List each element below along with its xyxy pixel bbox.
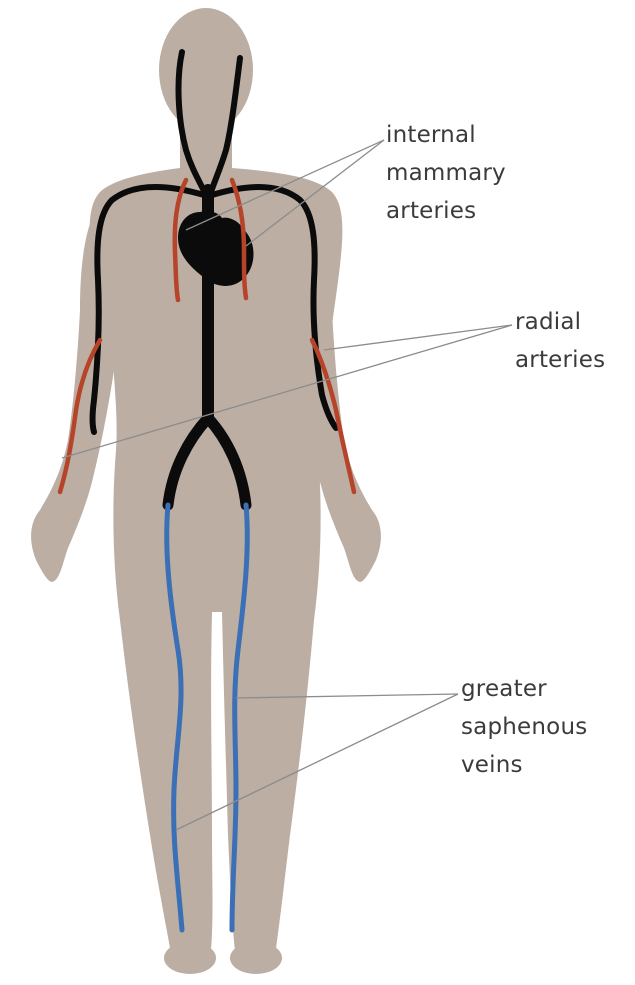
label-internal-mammary-arteries: internal mammary arteries [386,116,506,230]
body-silhouette [31,8,381,974]
label-radial-arteries: radial arteries [515,303,605,379]
label-greater-saphenous-veins: greater saphenous veins [461,670,587,784]
leader-saphenous-2 [176,694,458,830]
leader-radial-1 [324,325,512,350]
